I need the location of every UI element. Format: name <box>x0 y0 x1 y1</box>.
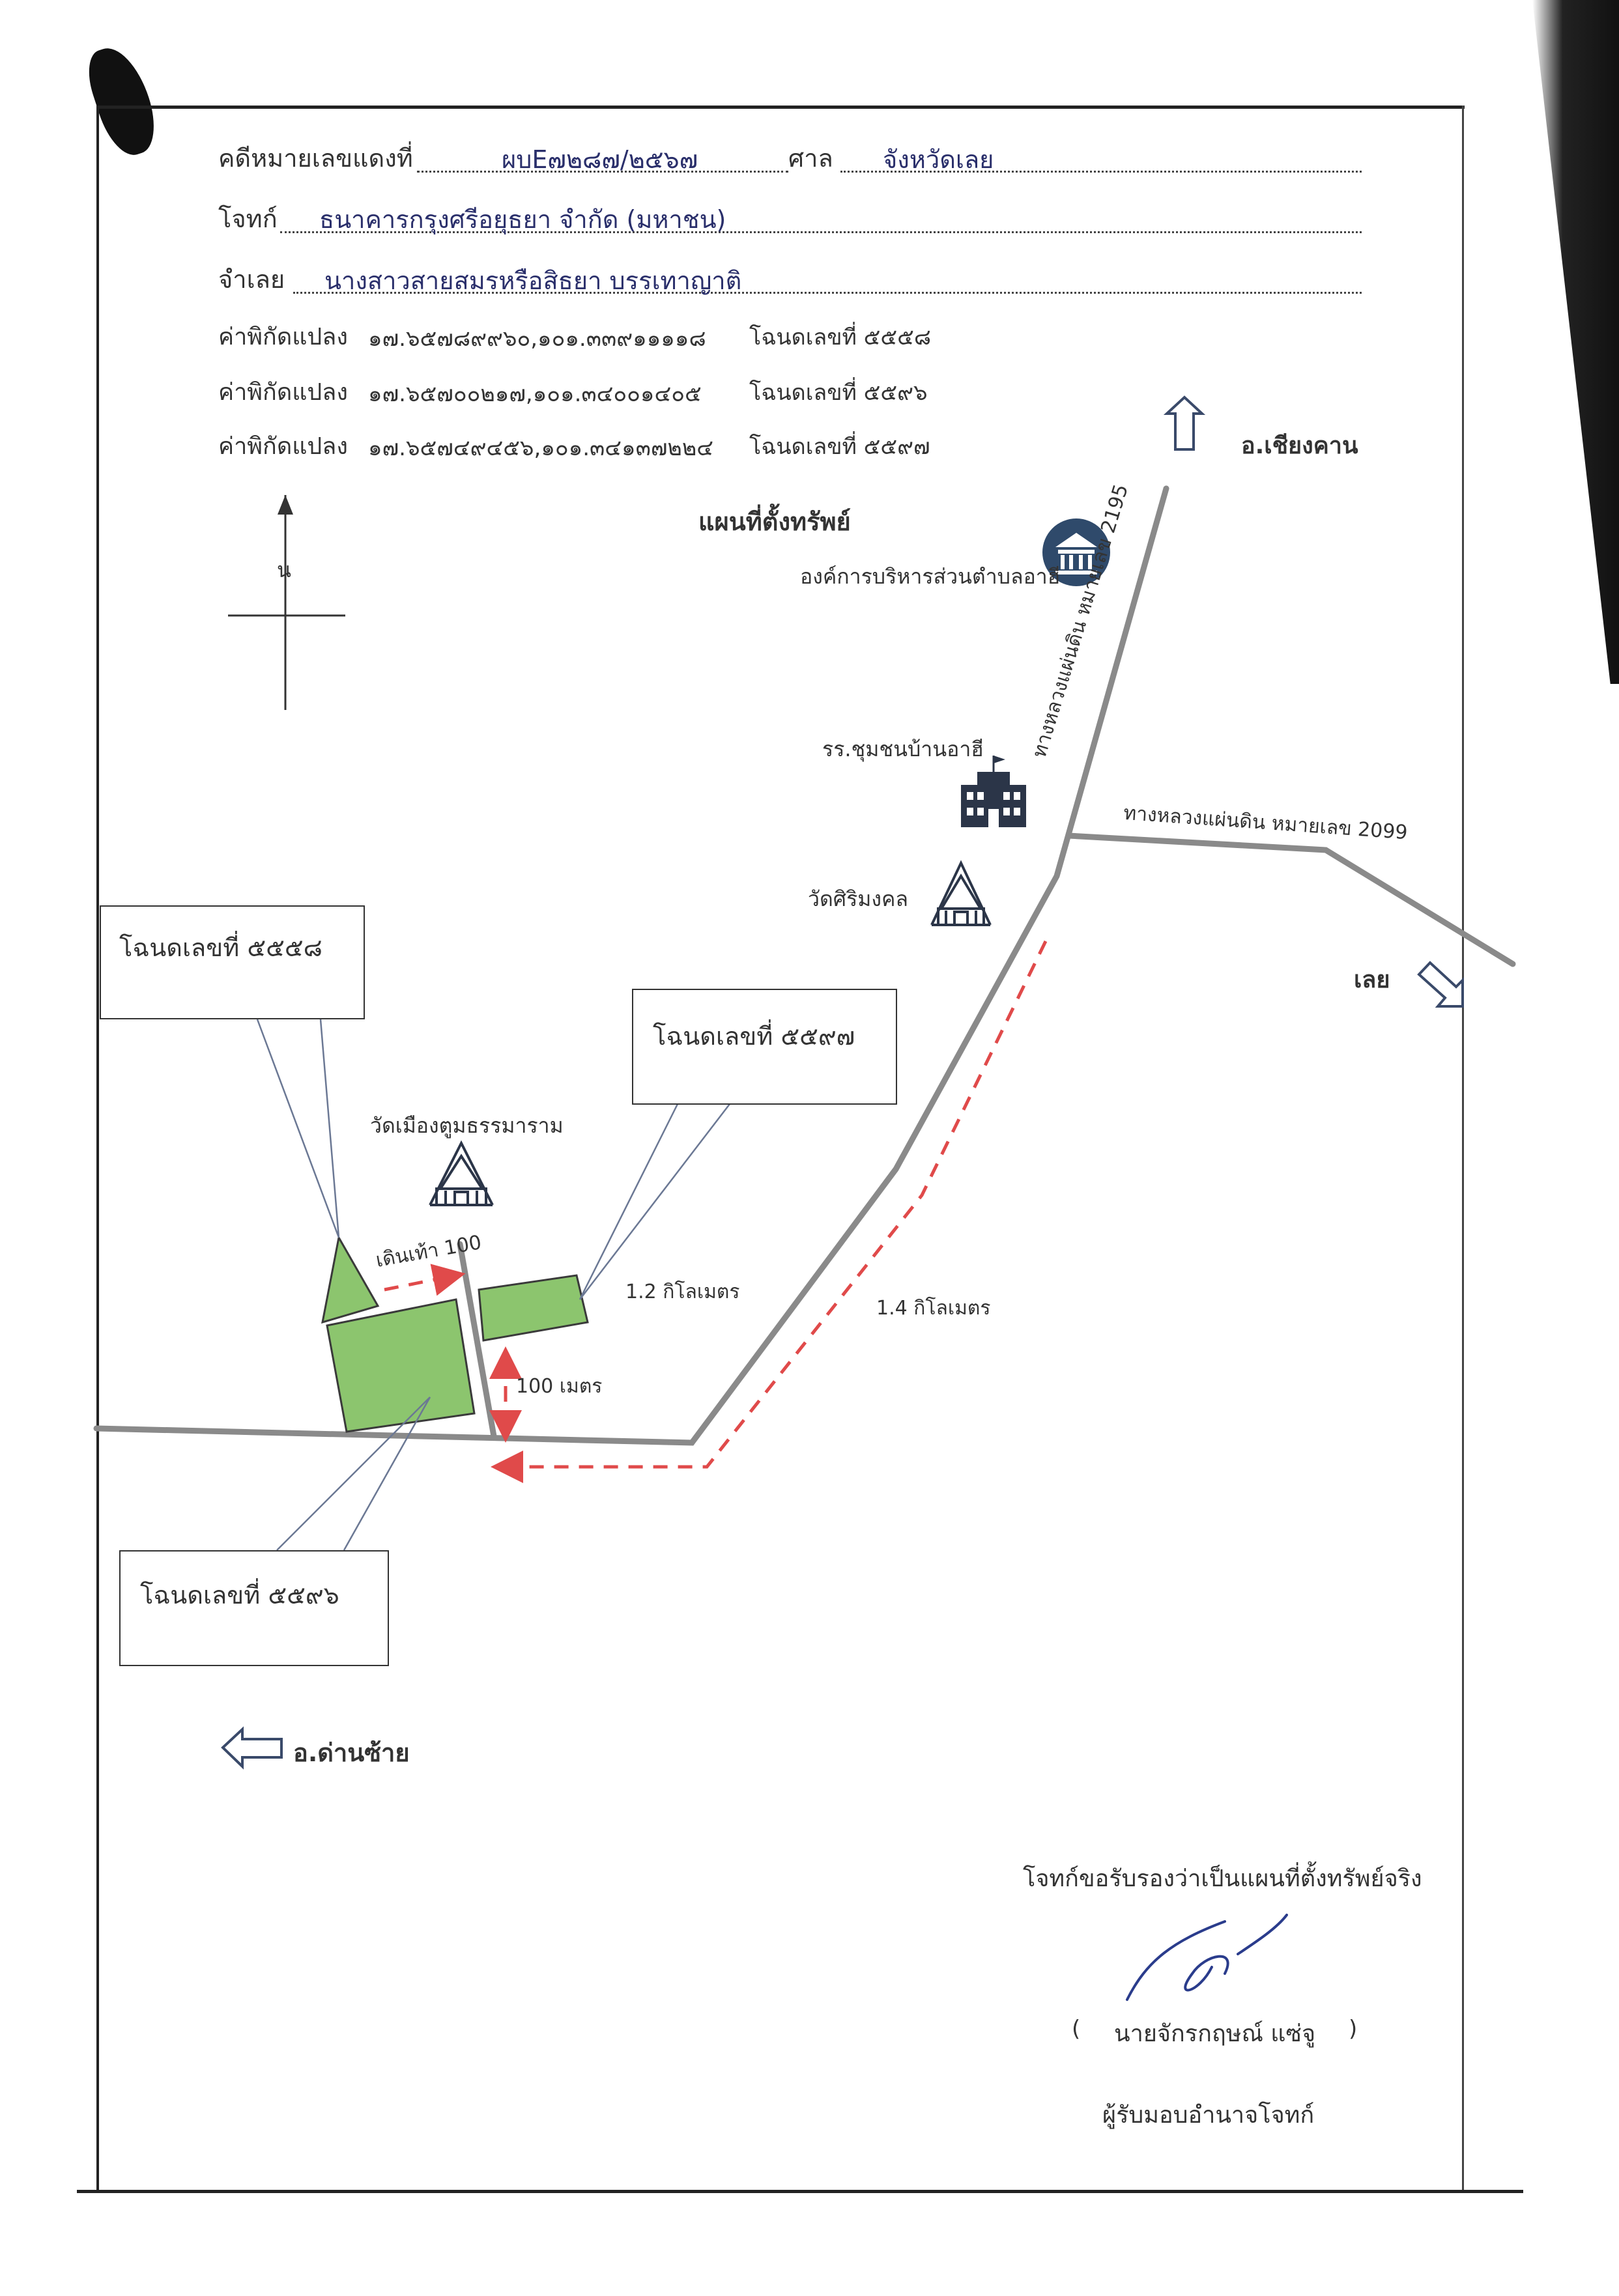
paren-open: ( <box>1072 2016 1081 2042</box>
dist-1-4km-label: 1.4 กิโลเมตร <box>876 1297 991 1320</box>
court-dotline <box>840 171 1362 173</box>
case-dotline <box>417 171 788 173</box>
coord-deed-3: โฉนดเลขที่ ๕๕๙๗ <box>749 434 930 460</box>
temple-icon <box>930 860 992 926</box>
north-arrow-icon <box>228 495 345 710</box>
coord-label-3: ค่าพิกัดแปลง <box>218 433 348 460</box>
callout-deed-5558: โฉนดเลขที่ ๕๕๕๘ <box>100 905 365 1019</box>
dir-dan-sai: อ.ด่านซ้าย <box>293 1738 410 1767</box>
callout-lines <box>256 1019 730 1551</box>
callout-deed-5597: โฉนดเลขที่ ๕๕๙๗ <box>632 989 897 1105</box>
school-label: รร.ชุมชนบ้านอาฮี <box>822 737 984 761</box>
callout-deed-5596: โฉนดเลขที่ ๕๕๙๖ <box>119 1550 389 1666</box>
dist-1-2km-label: 1.2 กิโลเมตร <box>625 1281 740 1303</box>
coord-value-3: ๑๗.๖๕๗๔๙๔๕๖,๑๐๑.๓๔๑๓๗๒๒๔ <box>368 435 713 461</box>
coord-label-1: ค่าพิกัดแปลง <box>218 324 348 350</box>
arrow-left-icon <box>221 1726 283 1770</box>
coord-deed-1: โฉนดเลขที่ ๕๕๕๘ <box>749 324 932 350</box>
parcel-5596 <box>326 1298 476 1433</box>
direction-arrows <box>221 395 1464 1770</box>
route-dashed <box>384 940 1048 1483</box>
parcels <box>321 1234 589 1433</box>
coord-value-2: ๑๗.๖๕๗๐๐๒๑๗,๑๐๑.๓๔๐๐๑๔๐๕ <box>368 381 702 407</box>
court-name: จังหวัดเลย <box>883 145 994 174</box>
coord-value-1: ๑๗.๖๕๗๘๙๙๖๐,๑๐๑.๓๓๙๑๑๑๑๘ <box>368 326 706 352</box>
callout-deed-5597-text: โฉนดเลขที่ ๕๕๙๗ <box>653 1022 855 1051</box>
parcel-5597 <box>478 1274 589 1342</box>
signature-mark <box>1126 1914 1288 2001</box>
plaintiff-dotline <box>280 231 1362 233</box>
dir-chiang-khan: อ.เชียงคาน <box>1241 432 1358 459</box>
case-number: ผบE๗๒๘๗/๒๕๖๗ <box>502 145 698 174</box>
arrow-down-right-icon <box>1417 961 1464 1008</box>
signer-name: นายจักรกฤษณ์ แซ่จู <box>1114 2020 1316 2047</box>
callout-deed-5558-text: โฉนดเลขที่ ๕๕๕๘ <box>119 933 322 962</box>
school-icon <box>961 756 1026 827</box>
document-frame-right <box>1462 106 1464 2190</box>
callout-deed-5596-text: โฉนดเลขที่ ๕๕๙๖ <box>140 1581 339 1609</box>
parcel-5558 <box>321 1234 380 1324</box>
north-label: น <box>277 558 291 582</box>
document-frame <box>96 106 1465 2193</box>
map-title: แผนที่ตั้งทรัพย์ <box>698 507 851 536</box>
case-label: คดีหมายเลขแดงที่ <box>218 144 413 173</box>
plaintiff-label: โจทก์ <box>218 205 278 233</box>
coord-deed-2: โฉนดเลขที่ ๕๕๙๖ <box>749 380 928 406</box>
certify-statement: โจทก์ขอรับรองว่าเป็นแผนที่ตั้งทรัพย์จริง <box>1023 1865 1422 1892</box>
government-building-icon <box>1042 518 1110 586</box>
sao-label: องค์การบริหารส่วนตำบลอาฮี <box>800 564 1061 589</box>
temple-icon <box>429 1140 494 1206</box>
temple-sirimongkol-label: วัดศิริมงคล <box>808 886 908 911</box>
defendant-label: จำเลย <box>218 265 285 294</box>
dir-loei: เลย <box>1354 967 1390 993</box>
court-label: ศาล <box>788 144 833 173</box>
defendant-name: นางสาวสายสมรหรือสิธยา บรรเทาญาติ <box>324 266 742 295</box>
coord-label-2: ค่าพิกัดแปลง <box>218 379 348 406</box>
plaintiff-name: ธนาคารกรุงศรีอยุธยา จำกัด (มหาชน) <box>319 205 726 234</box>
dist-100m-label: 100 เมตร <box>516 1375 603 1398</box>
defendant-dotline <box>293 292 1362 294</box>
arrow-up-icon <box>1163 395 1206 451</box>
document-frame-bottom <box>77 2190 1523 2193</box>
signer-role: ผู้รับมอบอำนาจโจทก์ <box>1102 2102 1315 2129</box>
temple-muang-tum-label: วัดเมืองตูมธรรมาราม <box>370 1113 564 1138</box>
paren-close: ) <box>1349 2016 1358 2042</box>
